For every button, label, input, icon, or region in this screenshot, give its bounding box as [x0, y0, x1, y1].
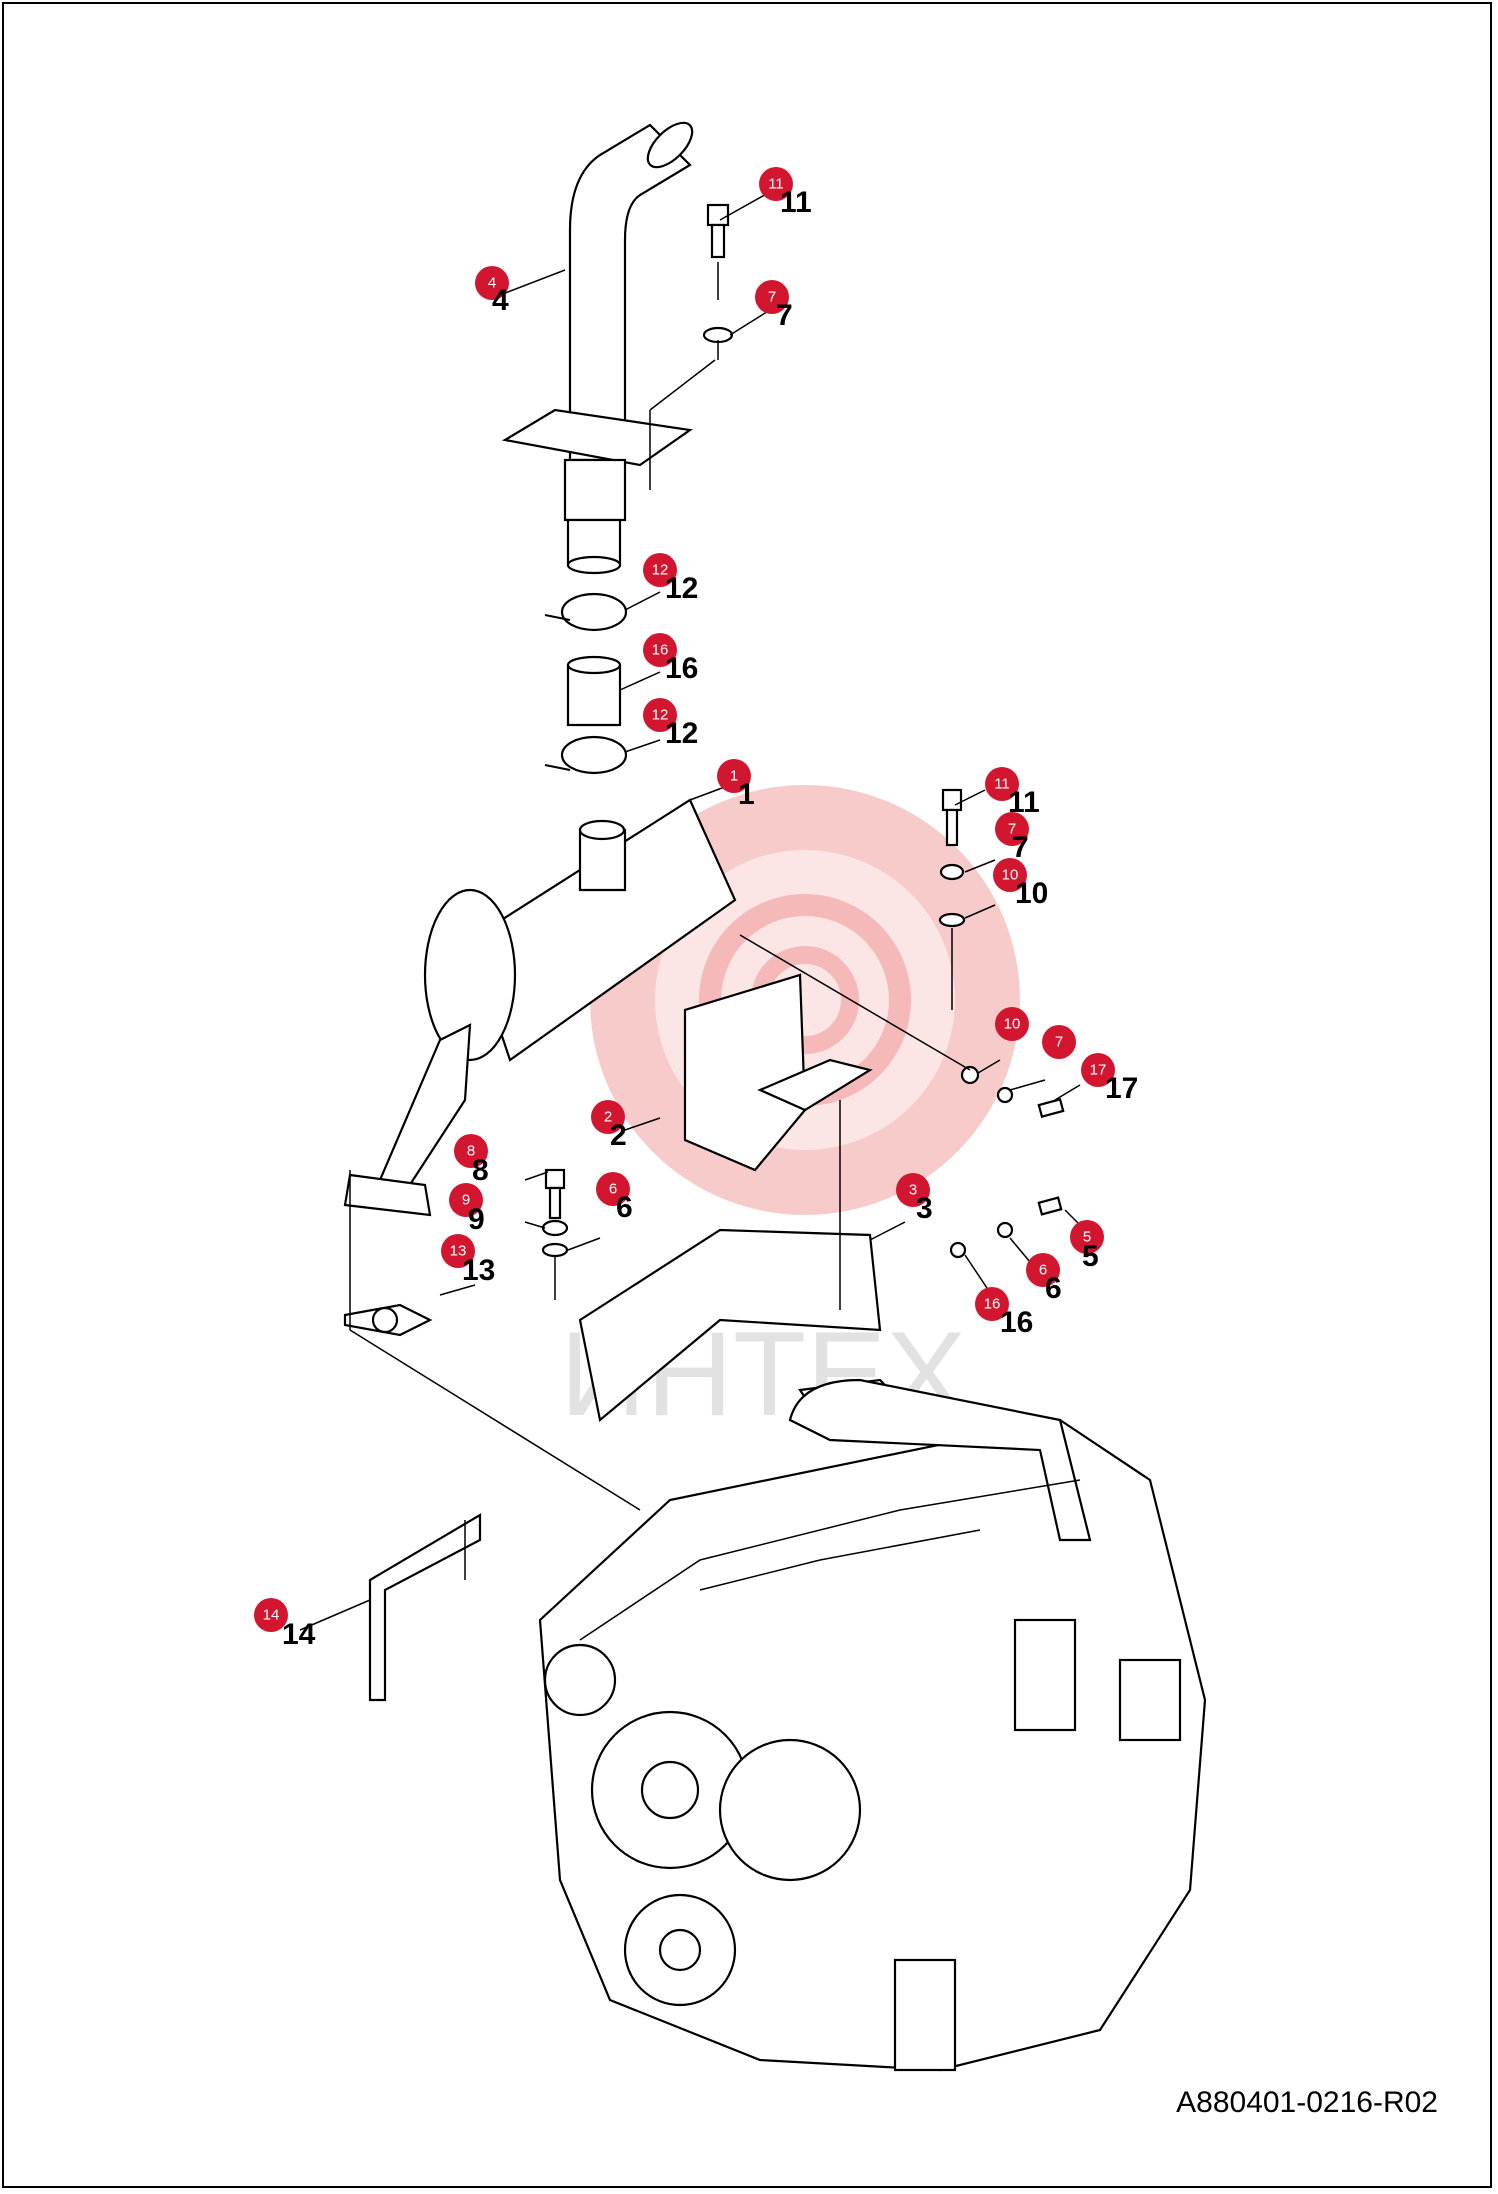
callout-badge-7c[interactable]: 7 — [1042, 1025, 1076, 1059]
callout-badge-7a[interactable]: 77 — [755, 280, 793, 332]
callout-badge-7b[interactable]: 77 — [995, 812, 1029, 864]
svg-text:13: 13 — [450, 1243, 467, 1260]
callout-badge-8[interactable]: 88 — [454, 1134, 489, 1187]
svg-text:17: 17 — [1105, 1072, 1138, 1105]
svg-text:9: 9 — [462, 1192, 470, 1209]
svg-text:11: 11 — [780, 186, 812, 219]
svg-text:12: 12 — [665, 572, 698, 605]
part-clamp-lower — [544, 735, 628, 775]
svg-text:10: 10 — [1004, 1016, 1021, 1033]
svg-text:7: 7 — [776, 299, 793, 332]
part-stack-pipe — [501, 121, 716, 575]
svg-text:6: 6 — [1039, 1262, 1047, 1279]
svg-text:10: 10 — [1015, 877, 1048, 910]
svg-text:10: 10 — [1002, 867, 1019, 884]
svg-text:4: 4 — [492, 284, 509, 317]
svg-text:6: 6 — [616, 1191, 633, 1224]
callout-badge-9[interactable]: 99 — [449, 1183, 485, 1236]
svg-text:16: 16 — [652, 642, 669, 659]
callout-badge-5[interactable]: 55 — [1070, 1220, 1104, 1273]
part-bolt-side — [949, 1065, 1065, 1259]
svg-text:12: 12 — [652, 707, 669, 724]
drawing-code: A880401-0216-R02 — [1176, 2086, 1438, 2119]
svg-text:7: 7 — [1008, 821, 1016, 838]
svg-text:2: 2 — [610, 1119, 627, 1152]
part-sleeve — [566, 655, 622, 727]
svg-text:2: 2 — [604, 1109, 612, 1126]
svg-text:7: 7 — [1055, 1034, 1063, 1051]
svg-text:6: 6 — [609, 1181, 617, 1198]
svg-text:12: 12 — [665, 717, 698, 750]
svg-text:1: 1 — [738, 778, 755, 811]
part-muffler — [343, 798, 737, 1217]
callout-badge-4[interactable]: 44 — [475, 266, 509, 317]
part-gasket — [343, 1303, 433, 1337]
svg-text:4: 4 — [488, 275, 496, 292]
svg-text:3: 3 — [916, 1192, 933, 1225]
svg-text:1: 1 — [730, 768, 738, 785]
svg-text:6: 6 — [1045, 1272, 1062, 1305]
svg-text:9: 9 — [468, 1203, 485, 1236]
part-bracket-3 — [578, 1228, 882, 1423]
svg-text:17: 17 — [1090, 1062, 1107, 1079]
svg-text:7: 7 — [1012, 831, 1029, 864]
callout-badge-1[interactable]: 11 — [717, 759, 755, 811]
svg-text:16: 16 — [665, 652, 698, 685]
svg-text:12: 12 — [652, 562, 669, 579]
part-clamp-upper — [544, 592, 628, 632]
svg-text:16: 16 — [1000, 1306, 1033, 1339]
svg-text:8: 8 — [467, 1143, 475, 1160]
part-bolt-left — [541, 1168, 569, 1300]
svg-text:3: 3 — [909, 1182, 917, 1199]
svg-text:14: 14 — [282, 1618, 316, 1651]
svg-text:11: 11 — [994, 776, 1010, 793]
callout-badge-3[interactable]: 33 — [896, 1173, 933, 1225]
svg-text:8: 8 — [472, 1154, 489, 1187]
part-bolt-top — [702, 203, 734, 360]
svg-text:11: 11 — [768, 176, 784, 193]
svg-text:13: 13 — [462, 1254, 495, 1287]
svg-text:14: 14 — [263, 1607, 280, 1624]
svg-text:5: 5 — [1082, 1240, 1099, 1273]
svg-text:7: 7 — [768, 289, 776, 306]
part-bracket-2 — [683, 973, 873, 1172]
callout-badge-6b[interactable]: 66 — [1026, 1253, 1062, 1305]
callout-badge-2[interactable]: 22 — [591, 1100, 627, 1152]
callout-badge-6a[interactable]: 66 — [596, 1172, 633, 1224]
part-bolt-right-stack — [938, 788, 966, 1010]
part-bracket-14 — [368, 1513, 482, 1702]
callout-badge-10b[interactable]: 10 — [995, 1007, 1029, 1041]
svg-text:16: 16 — [984, 1296, 1001, 1313]
svg-text:5: 5 — [1083, 1229, 1091, 1246]
part-engine — [538, 1378, 1207, 2072]
